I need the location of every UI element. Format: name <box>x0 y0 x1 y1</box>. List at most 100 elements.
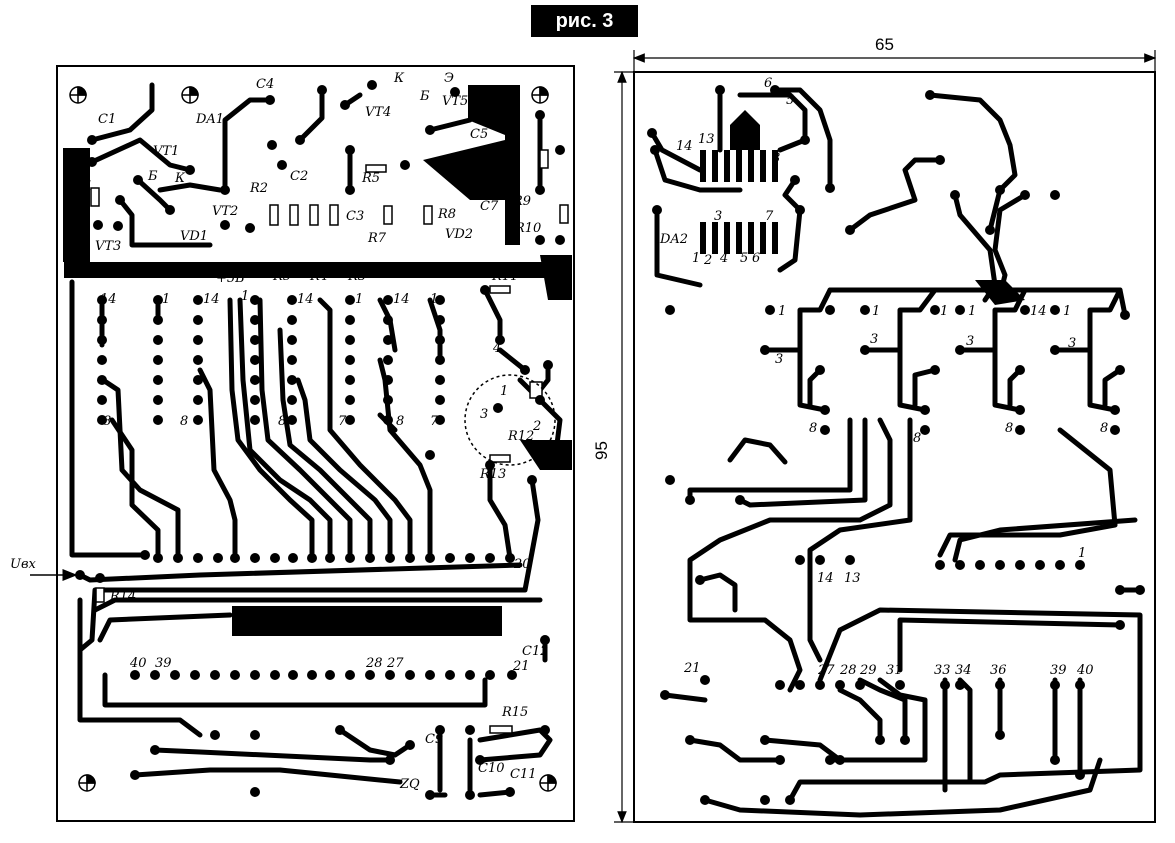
left-pin-numbers: 14 1 14 1 14 1 14 1 8 8 8 7 8 7 40 39 28… <box>100 289 541 674</box>
lbl-c9: C9 <box>425 732 443 747</box>
lbl-vd1: VD1 <box>180 229 208 244</box>
pin-1d: 1 <box>430 292 438 307</box>
lbl-vt3: VT3 <box>95 239 121 254</box>
lbl-e1: Э <box>444 71 454 86</box>
right-labels: 13 14 DA2 3 7 1 2 4 5 6 8 6 5 <box>659 76 794 268</box>
r-pin-8c: 8 <box>1005 421 1013 436</box>
pin-39: 39 <box>155 656 172 671</box>
lbl-b2: Б <box>147 169 158 184</box>
lbl-k1: К <box>393 71 405 86</box>
lbl-uin: Uвх <box>10 557 37 572</box>
r-pin-8b: 8 <box>913 431 921 446</box>
lbl-c5: C5 <box>470 127 488 142</box>
pin-28: 28 <box>365 656 383 671</box>
left-mount-holes <box>69 86 557 792</box>
r-pin-31: 31 <box>886 663 903 678</box>
pin-27: 27 <box>386 656 404 671</box>
r-pin-14b: 14 <box>817 571 834 586</box>
r-lbl-3: 3 <box>714 209 722 224</box>
r-pin-1a: 1 <box>778 304 786 319</box>
pin-21: 21 <box>512 659 530 674</box>
pin-8c: 8 <box>278 414 286 429</box>
lbl-c3: C3 <box>346 209 364 224</box>
lbl-r3: R3 <box>347 269 366 284</box>
dimension-lines <box>614 50 1157 824</box>
r-pin-13: 13 <box>844 571 861 586</box>
right-pin-numbers: 1 1 1 1 14 1 3 3 3 3 8 8 8 8 14 13 1 21 … <box>683 304 1108 678</box>
left-pads <box>75 80 565 800</box>
r-pin-1d: 1 <box>1063 304 1071 319</box>
r-pin-3b: 3 <box>870 332 878 347</box>
r-lbl-1: 1 <box>692 251 700 266</box>
lbl-c7: C7 <box>480 199 499 214</box>
pin-1b: 1 <box>241 289 249 304</box>
r-lbl-5: 5 <box>740 251 748 266</box>
pin-r11-4: 4 <box>492 341 501 356</box>
r-pin-1e: 1 <box>940 304 948 319</box>
r-pin-3a: 3 <box>775 352 783 367</box>
lbl-r4: R4 <box>309 269 328 284</box>
dim-height: 95 <box>592 441 611 460</box>
r-lbl-2: 2 <box>703 253 712 268</box>
r-pin-3d: 3 <box>1068 336 1076 351</box>
r-pin-8a: 8 <box>809 421 817 436</box>
lbl-c12: C12 <box>522 644 549 659</box>
pin-8a: 8 <box>103 414 111 429</box>
r-pin-1b: 1 <box>872 304 880 319</box>
lbl-vt2: VT2 <box>212 204 238 219</box>
lbl-r13: R13 <box>479 467 506 482</box>
right-board: 65 95 <box>592 35 1157 824</box>
lbl-r11: R11 <box>491 269 518 284</box>
lbl-c2: C2 <box>290 169 308 184</box>
pin-7b: 7 <box>430 414 439 429</box>
left-resistors <box>90 149 569 734</box>
pin-20: 20 <box>513 557 531 572</box>
lbl-r2: R2 <box>249 181 268 196</box>
pin-1c: 1 <box>355 292 363 307</box>
right-traces <box>649 87 1143 818</box>
lbl-r5b: R5 <box>272 269 291 284</box>
r-lbl-7: 7 <box>765 209 774 224</box>
r-pin-27: 27 <box>817 663 835 678</box>
lbl-r9: R9 <box>512 194 531 209</box>
r-lbl-13: 13 <box>698 132 715 147</box>
right-pads <box>647 85 1145 805</box>
pin-8b: 8 <box>180 414 188 429</box>
r-pin-40: 40 <box>1076 663 1094 678</box>
lbl-k2: К <box>174 171 186 186</box>
lbl-r10: R10 <box>514 221 541 236</box>
r-pin-1f: 1 <box>1078 546 1086 561</box>
pin-14d: 14 <box>393 292 410 307</box>
r-lbl-8: 8 <box>772 151 780 166</box>
r-pin-3c: 3 <box>966 334 974 349</box>
lbl-vt5: VT5 <box>442 94 468 109</box>
r-pin-28: 28 <box>839 663 857 678</box>
r-lbl-6b: 6 <box>764 76 772 91</box>
lbl-r1: R1 <box>74 179 93 194</box>
pin-8d: 8 <box>396 414 404 429</box>
lbl-r5a: R5 <box>361 171 380 186</box>
r-pin-8d: 8 <box>1100 421 1108 436</box>
lbl-c1: C1 <box>98 112 116 127</box>
lbl-r7: R7 <box>367 231 387 246</box>
r-pin-29: 29 <box>859 663 877 678</box>
r-lbl-da2: DA2 <box>659 232 688 247</box>
pin-40: 40 <box>129 656 147 671</box>
left-traces <box>69 82 563 798</box>
r-lbl-5b: 5 <box>786 93 794 108</box>
right-ic-pads <box>700 110 778 254</box>
r-lbl-14: 14 <box>676 139 693 154</box>
lbl-plus5v: +5В <box>216 271 245 286</box>
r-pin-21: 21 <box>683 661 701 676</box>
r-pin-39: 39 <box>1050 663 1067 678</box>
r-pin-1c: 1 <box>968 304 976 319</box>
lbl-r8: R8 <box>437 207 456 222</box>
left-labels: C4 К Э Б VT5 C1 DA1 VT4 C5 VT1 C2 Б R1 К… <box>10 71 549 792</box>
left-copper-fill <box>63 85 572 636</box>
lbl-b1: Б <box>419 89 430 104</box>
r-pin-14: 14 <box>1030 304 1047 319</box>
lbl-r15: R15 <box>501 705 528 720</box>
lbl-c6: C6 <box>455 174 473 189</box>
pin-r12-3: 3 <box>480 407 488 422</box>
